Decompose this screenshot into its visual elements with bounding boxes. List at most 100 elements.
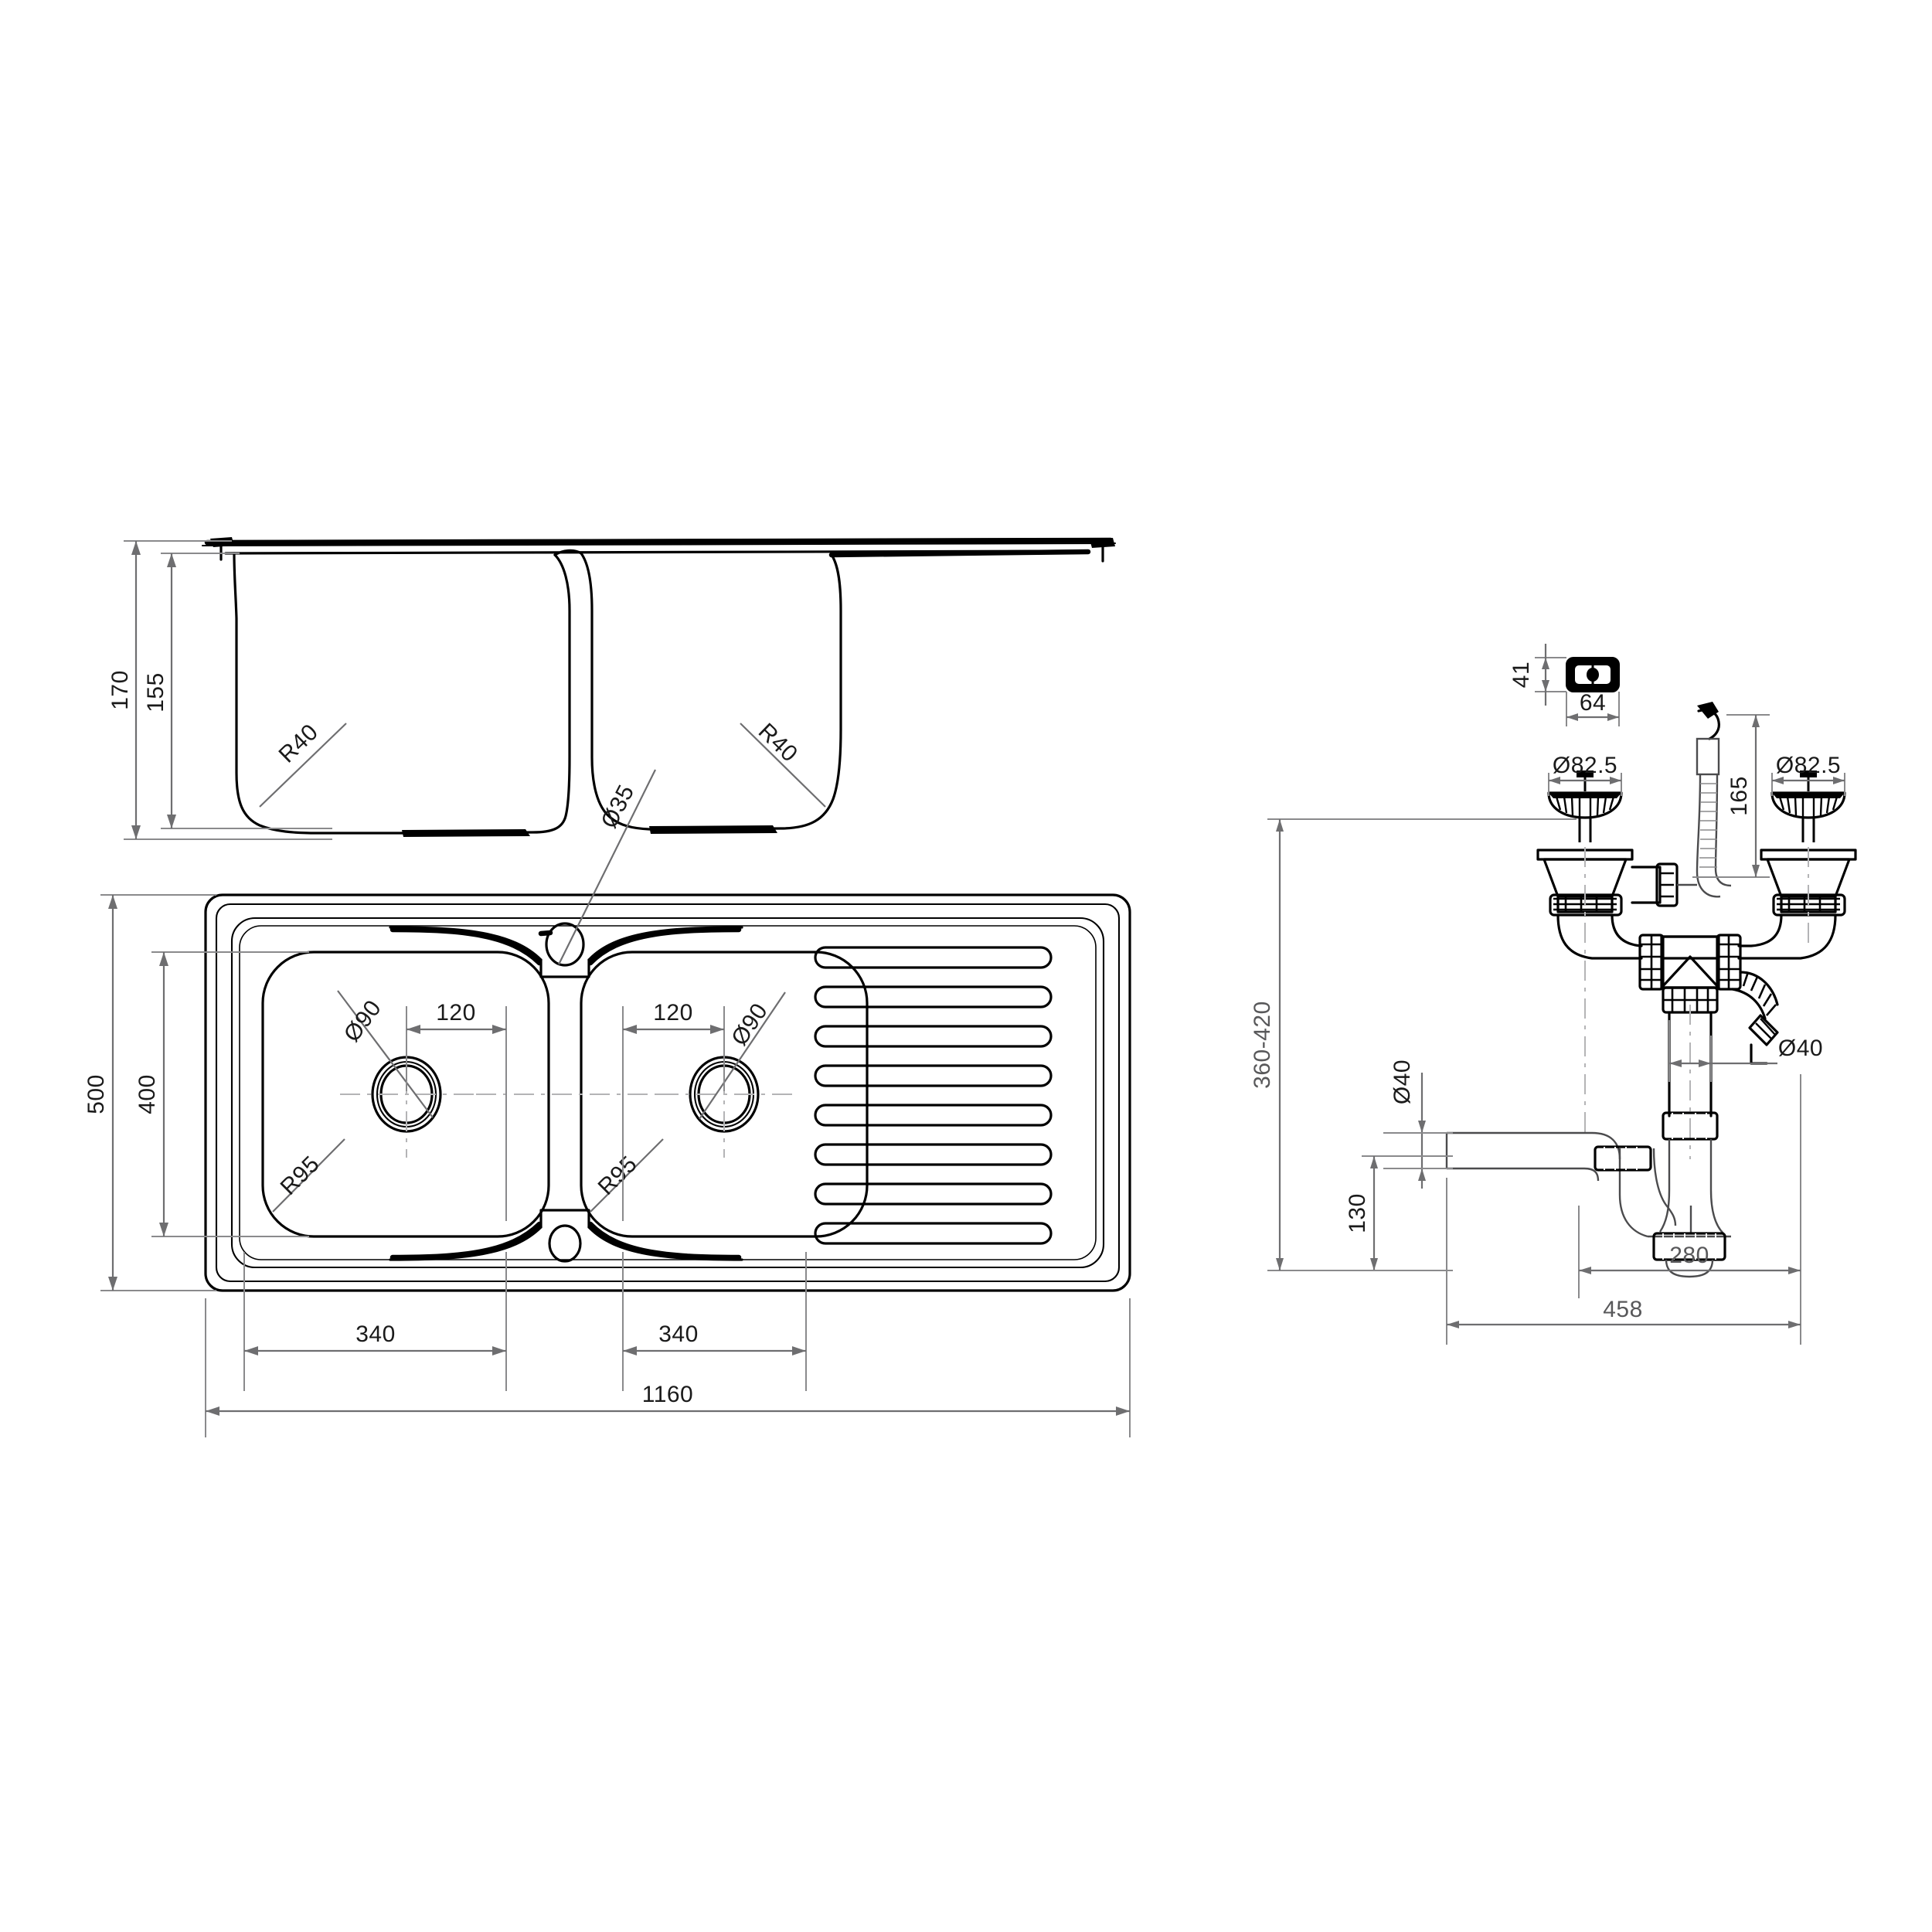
outlet-pipe-top	[1447, 1131, 1621, 1160]
trap-mid-left	[1658, 1189, 1671, 1233]
dw-connector-curve-a	[1739, 971, 1779, 1006]
d90-left-leader-line	[337, 990, 434, 1118]
connecting-pipework	[1556, 913, 1837, 960]
dim-120l-arrow-b	[492, 1025, 506, 1034]
dim-120r-arrow-b	[710, 1025, 724, 1034]
dim-360420-arrow-top	[1276, 819, 1284, 832]
dim-458-arrow-b	[1788, 1321, 1801, 1328]
pipe-right-upper	[1737, 913, 1837, 960]
dim-120l-label: 120	[436, 1000, 476, 1026]
plan-bowl-left	[261, 951, 550, 1238]
dim-360420-label: 360-420	[1250, 1001, 1275, 1089]
r95-right-leader-line	[590, 1138, 664, 1213]
r40-left-leader-line	[259, 723, 347, 808]
overflow-cover-detail: 41 64	[1509, 644, 1620, 726]
dim-825l-arrow-b	[1610, 777, 1621, 784]
dim-120r-arrow-a	[623, 1025, 637, 1034]
dim-280-arrow-a	[1579, 1267, 1591, 1274]
dim-120l-arrow-a	[406, 1025, 420, 1034]
dim-458-arrow-a	[1447, 1321, 1459, 1328]
dim-360420-arrow-bot	[1276, 1258, 1284, 1270]
elevation-left-clip	[210, 537, 234, 547]
d40-outlet-arrow-bot	[1418, 1168, 1426, 1181]
overflow-hose-right-wall	[1714, 774, 1732, 887]
dim-500-arrow-bot	[108, 1277, 117, 1291]
drainer-groove	[814, 1222, 1053, 1245]
drainer-groove	[814, 1104, 1053, 1127]
dim-165-arrow-bot	[1752, 865, 1760, 877]
dim-130-label: 130	[1345, 1193, 1370, 1233]
basket-left-knob-top	[1577, 770, 1594, 777]
bottle-trap	[1618, 1148, 1731, 1278]
plan-rim-line-2	[239, 925, 1097, 1260]
dim-elevation-155: 155	[143, 553, 332, 829]
leader-trap-inlet-d40: Ø40	[1668, 1020, 1823, 1082]
d35-leader-line	[558, 769, 656, 965]
dim-plan-400: 400	[134, 951, 309, 1237]
trap-left-limb	[1618, 1148, 1648, 1238]
dim-41-arrow-top	[1542, 658, 1549, 669]
dim-340r-arrow-a	[623, 1346, 637, 1355]
overflow-hose-elbow	[1697, 709, 1720, 740]
r95-left-leader-line	[272, 1138, 345, 1213]
elevation-drainer-deck	[828, 549, 1091, 558]
dim-64-arrow-a	[1566, 713, 1578, 721]
waste-left-neck	[1556, 895, 1614, 913]
dim-1160-arrow-b	[1116, 1406, 1130, 1416]
plan-ledge-top-box	[539, 958, 590, 978]
basket-right-bowl	[1770, 791, 1846, 819]
dw-connector-cap-ribs	[1755, 1018, 1777, 1039]
dim-plan-120-right: 120	[622, 1000, 725, 1221]
dim-130-arrow-bot	[1370, 1258, 1378, 1270]
dim-340l-label: 340	[355, 1321, 396, 1347]
dim-340r-label: 340	[658, 1321, 699, 1347]
trap-mid-right	[1709, 1189, 1724, 1234]
elevation-bowl2-right-wall	[694, 553, 842, 831]
basket-right-tail	[1801, 818, 1815, 842]
outlet-pipe-bottom	[1447, 1167, 1600, 1182]
plan-outer-body	[204, 893, 1131, 1292]
dim-waste-458: 458	[1446, 1178, 1801, 1345]
dishwasher-connector	[1731, 971, 1779, 1065]
waste-body-left	[1536, 847, 1679, 1136]
dim-500-label: 500	[83, 1074, 109, 1114]
dim-280-arrow-b	[1788, 1267, 1801, 1274]
d40-trap-arrow-a	[1669, 1060, 1682, 1067]
plan-ledge-top-left-curve-heavy	[389, 927, 543, 966]
dim-400-arrow-bot	[159, 1223, 168, 1236]
dim-155-arrow-bot	[167, 815, 176, 828]
pipe-left-upper	[1556, 913, 1643, 960]
d90-right-leader-line	[699, 992, 786, 1120]
dim-340l-arrow-b	[492, 1346, 506, 1355]
dim-340r-arrow-b	[792, 1346, 806, 1355]
elevation-bowl1-right-wall	[400, 553, 571, 835]
dim-plan-340-left: 340	[243, 1252, 507, 1391]
drainer-grooves	[814, 946, 1053, 1245]
drainer-groove	[814, 946, 1053, 969]
dim-340l-arrow-a	[244, 1346, 258, 1355]
t-nut-right-threads	[1717, 935, 1740, 989]
dim-64-label: 64	[1580, 690, 1606, 716]
plan-tap-ledge-bottom	[389, 1209, 743, 1263]
dim-plan-1160: 1160	[205, 1298, 1131, 1437]
waste-right-flange	[1760, 849, 1857, 861]
d40-trap-arrow-b	[1699, 1060, 1711, 1067]
trap-collar-upper	[1662, 1111, 1719, 1141]
waste-left-spigot-ribs	[1660, 872, 1674, 898]
elevation-rim-top-inner	[201, 542, 1117, 547]
t-junction	[1638, 934, 1742, 1014]
trap-collar-upper-ribs	[1672, 1113, 1707, 1139]
overflow-hose: 165	[1677, 702, 1770, 898]
dim-825r-arrow-a	[1772, 777, 1784, 784]
waste-assembly-view: 41 64	[1250, 644, 1857, 1345]
dim-155-arrow-top	[167, 553, 176, 567]
waste-left-flange	[1536, 849, 1634, 861]
plan-tap-ledge-top	[389, 922, 743, 978]
dim-plan-500: 500	[83, 894, 216, 1291]
r40-right-leader-line	[740, 723, 826, 808]
plan-ledge-bot-right-curve-heavy	[587, 1221, 742, 1260]
waste-body-right	[1760, 847, 1857, 943]
dim-plan-120-left: 120	[406, 1000, 507, 1221]
